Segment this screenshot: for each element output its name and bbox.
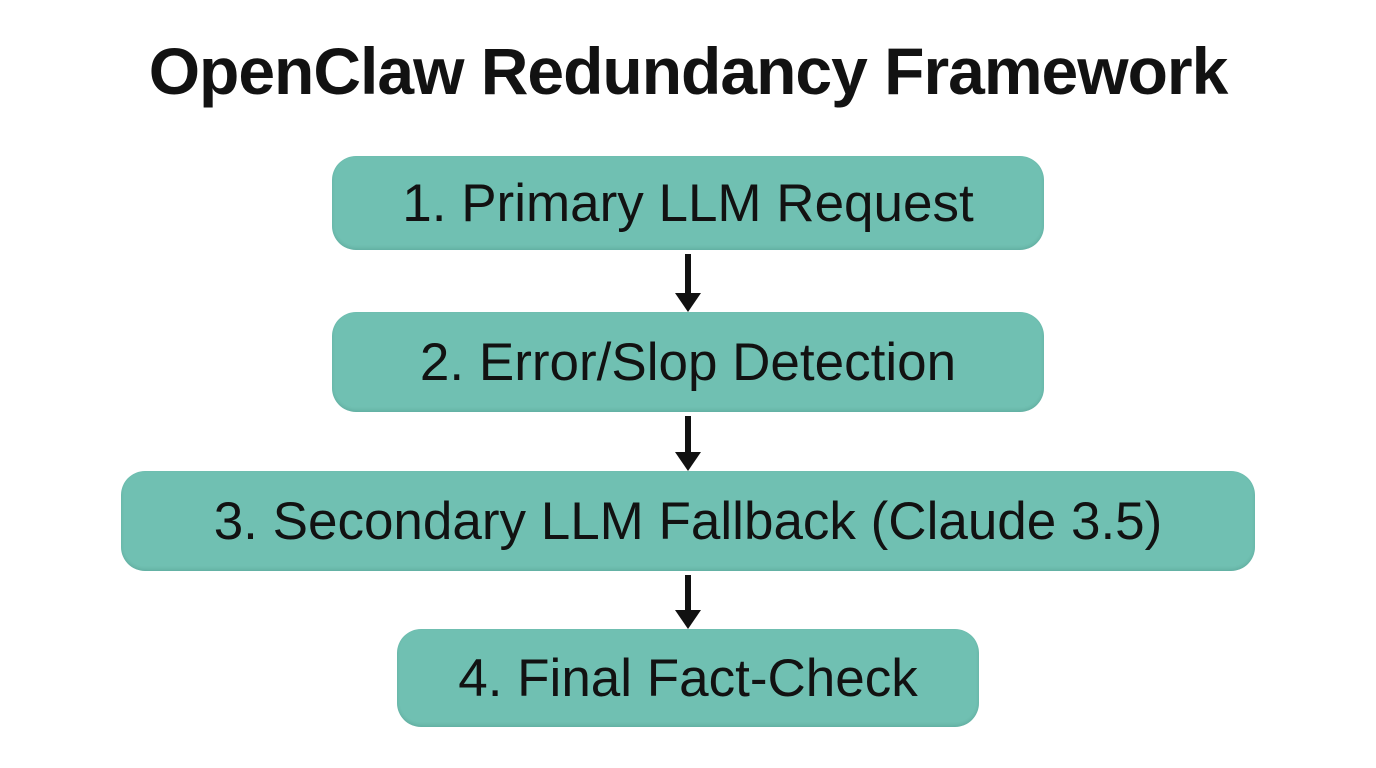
down-arrow-icon: [675, 571, 701, 629]
flow-step-final-fact-check: 4. Final Fact-Check: [397, 629, 979, 727]
flow-step-error-slop-detection: 2. Error/Slop Detection: [332, 312, 1044, 412]
step-label: 2. Error/Slop Detection: [419, 332, 957, 392]
diagram-title: OpenClaw Redundancy Framework: [148, 34, 1229, 108]
step-label: 3. Secondary LLM Fallback (Claude 3.5): [213, 491, 1163, 551]
arrow-stem: [685, 416, 691, 452]
flow-step-secondary-llm-fallback: 3. Secondary LLM Fallback (Claude 3.5): [121, 471, 1255, 571]
down-arrow-icon: [675, 250, 701, 312]
arrow-stem: [685, 575, 691, 610]
arrow-head: [675, 293, 701, 312]
step-label: 4. Final Fact-Check: [458, 648, 918, 708]
arrow-stem: [685, 254, 691, 293]
step-label: 1. Primary LLM Request: [402, 173, 974, 233]
flow-step-primary-llm-request: 1. Primary LLM Request: [332, 156, 1044, 250]
down-arrow-icon: [675, 412, 701, 471]
arrow-head: [675, 452, 701, 471]
arrow-head: [675, 610, 701, 629]
